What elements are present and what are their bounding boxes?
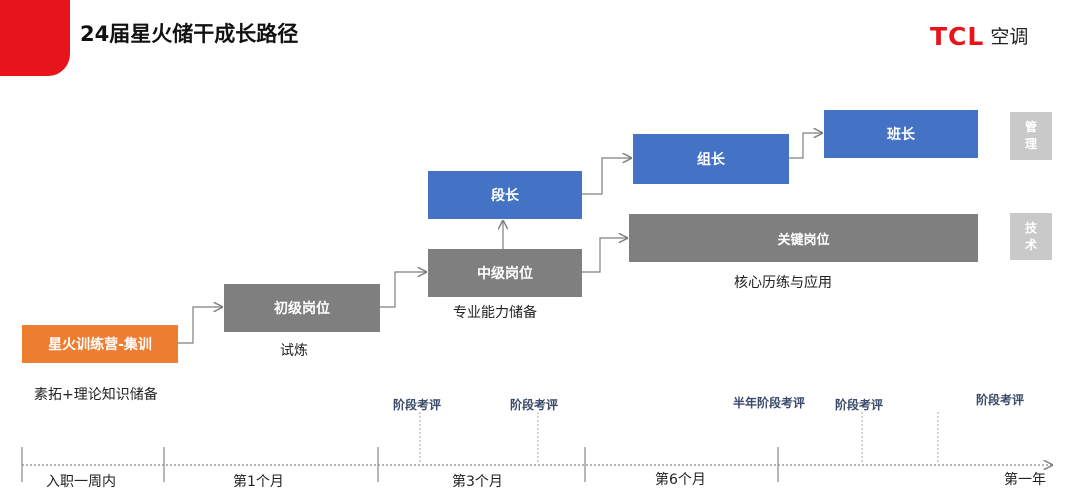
group-leader-label: 组长: [697, 152, 725, 168]
timeline-label-week1: 入职一周内: [46, 474, 116, 490]
camp-note: 素拓+理论知识储备: [34, 387, 158, 403]
management-track: 管理: [1010, 112, 1052, 160]
technical-track: 技术: [1010, 213, 1052, 260]
section-leader-box: 段长: [428, 171, 582, 219]
camp-label: 星火训练营-集训: [48, 337, 152, 353]
header-red-tab: [0, 0, 70, 76]
brand-suffix: 空调: [990, 26, 1029, 48]
timeline-label-month3: 第3个月: [452, 474, 503, 490]
connector-camp-junior: [178, 307, 222, 344]
middle-post-label: 中级岗位: [477, 266, 533, 282]
connector-junior-middle: [380, 272, 426, 308]
key-post-label: 关键岗位: [777, 232, 830, 248]
camp-box: 星火训练营-集训: [22, 325, 178, 363]
connector-section-group: [582, 158, 631, 195]
technical-char: 技: [1024, 220, 1037, 235]
evaluation-label: 阶段考评: [510, 398, 559, 412]
brand-name: TCL: [930, 22, 985, 51]
key-post-note: 核心历练与应用: [734, 275, 832, 291]
middle-note: 专业能力储备: [453, 305, 537, 321]
management-char: 管: [1024, 120, 1037, 134]
evaluation-label: 半年阶段考评: [733, 396, 806, 410]
junior-note: 试炼: [280, 343, 308, 359]
junior-post-box: 初级岗位: [224, 284, 380, 332]
group-leader-box: 组长: [633, 134, 789, 184]
middle-post-box: 中级岗位: [428, 249, 582, 297]
timeline-label-year1: 第一年: [1004, 472, 1046, 488]
team-leader-box: 班长: [824, 110, 978, 158]
evaluation-label: 阶段考评: [976, 393, 1025, 407]
technical-char: 术: [1024, 237, 1037, 252]
section-leader-label: 段长: [491, 188, 519, 204]
page-title: 24届星火储干成长路径: [80, 22, 299, 46]
connector-group-team: [789, 133, 822, 159]
team-leader-label: 班长: [887, 127, 915, 143]
management-char: 理: [1024, 137, 1037, 151]
timeline-label-month1: 第1个月: [233, 474, 284, 490]
timeline-label-month6: 第6个月: [655, 472, 706, 488]
evaluation-label: 阶段考评: [835, 398, 884, 412]
key-post-box: 关键岗位: [629, 214, 978, 262]
junior-post-label: 初级岗位: [274, 301, 330, 317]
evaluation-label: 阶段考评: [393, 398, 442, 412]
connector-middle-key: [582, 238, 627, 273]
